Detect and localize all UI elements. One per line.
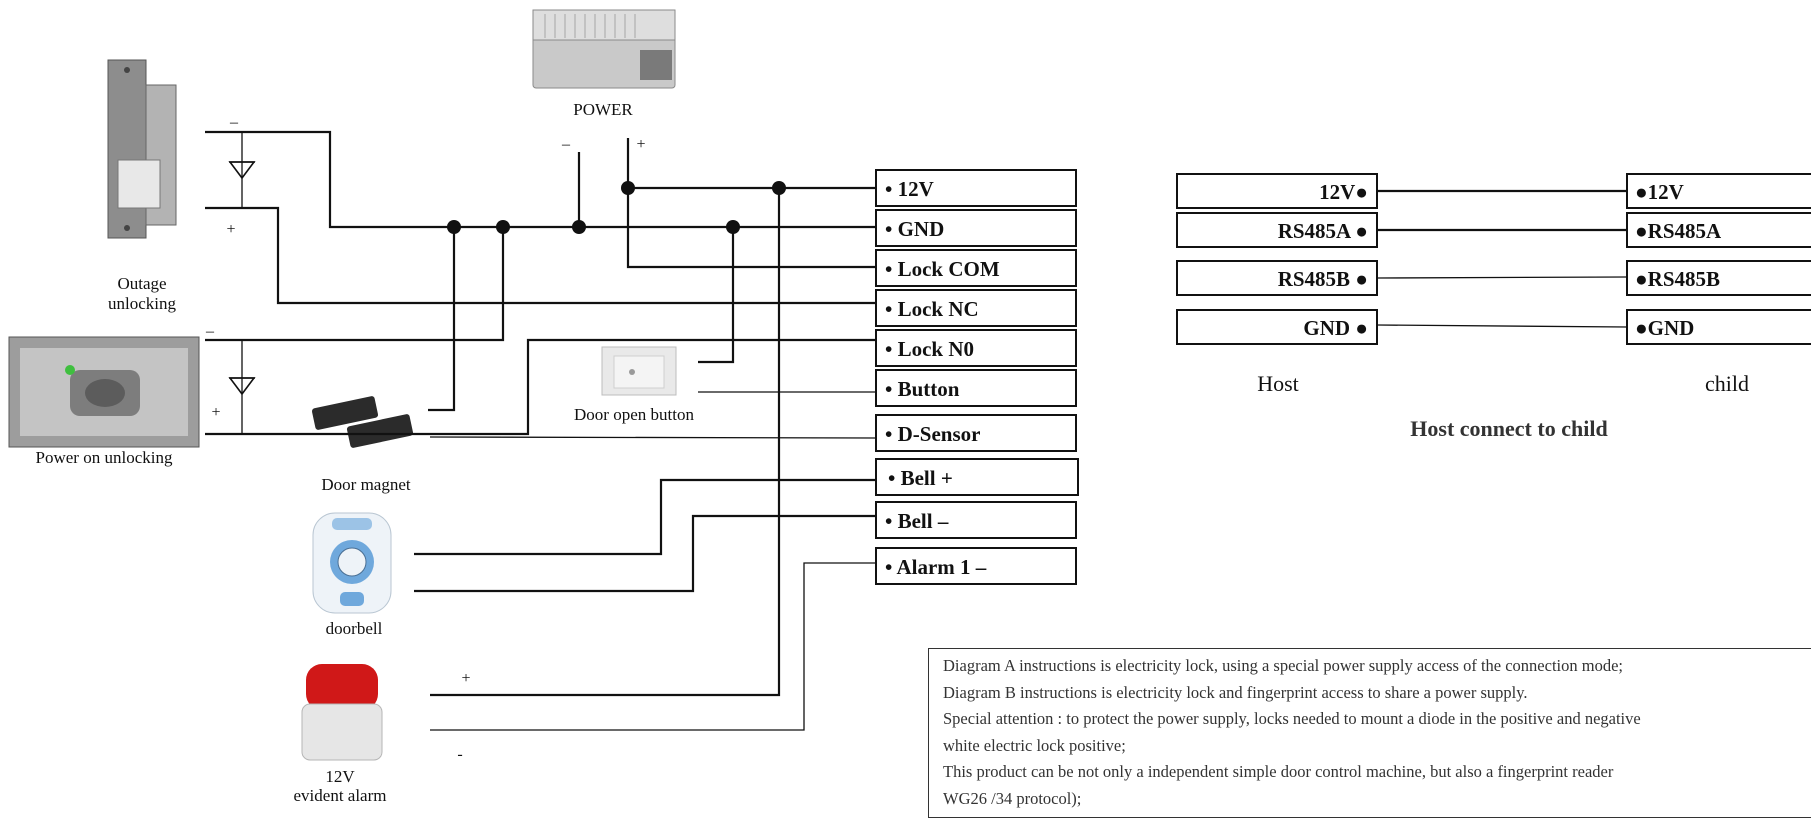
child-terminals: ●12V ●RS485A ●RS485B ●GND <box>1626 173 1811 345</box>
power-on-lock-plus-sign: + <box>211 404 220 421</box>
child-terminal-gnd: ●GND <box>1635 316 1694 340</box>
power-label: POWER <box>573 100 633 119</box>
host-terminal-rs485b: RS485B ● <box>1278 267 1368 291</box>
host-child-wires <box>1376 189 1628 328</box>
wires <box>205 130 876 731</box>
terminal-gnd: • GND <box>885 217 944 241</box>
diode-1-icon <box>228 133 256 208</box>
power-supply-image <box>532 9 676 89</box>
terminal-button: • Button <box>885 377 960 401</box>
terminal-lock-nc: • Lock NC <box>885 297 979 321</box>
terminal-block: • 12V • GND • Lock COM • Lock NC • Lock … <box>875 169 1079 585</box>
note-line: Diagram B instructions is electricity lo… <box>943 682 1528 702</box>
power-on-lock-image <box>8 336 200 448</box>
host-terminals: 12V● RS485A ● RS485B ● GND ● <box>1176 173 1378 345</box>
child-terminal-rs485a: ●RS485A <box>1635 219 1722 243</box>
note-line: Special attention : to protect the power… <box>943 709 1641 728</box>
outage-lock-minus-sign: – <box>229 114 239 131</box>
terminal-d-sensor: • D-Sensor <box>885 422 980 446</box>
outage-lock-image <box>107 59 177 239</box>
terminal-bell-plus: • Bell + <box>888 466 953 490</box>
alarm-label-1: 12V <box>325 767 355 786</box>
doorbell-label: doorbell <box>326 619 383 638</box>
alarm-minus-sign: - <box>457 746 462 763</box>
power-on-lock-minus-sign: – <box>205 323 215 340</box>
doorbell-image <box>312 512 392 614</box>
door-open-button-image <box>601 346 677 396</box>
power-plus-sign: + <box>636 136 645 153</box>
outage-lock-plus-sign: + <box>226 221 235 238</box>
terminal-lock-com: • Lock COM <box>885 257 1000 281</box>
child-terminal-rs485b: ●RS485B <box>1635 267 1720 291</box>
child-label: child <box>1705 371 1749 396</box>
terminal-alarm-1-minus: • Alarm 1 – <box>885 555 987 579</box>
child-terminal-12v: ●12V <box>1635 180 1684 204</box>
terminal-bell-minus: • Bell – <box>885 509 949 533</box>
terminal-lock-no: • Lock N0 <box>885 337 974 361</box>
door-magnet-image <box>311 396 414 448</box>
host-terminal-12v: 12V● <box>1319 180 1368 204</box>
door-magnet-label: Door magnet <box>321 475 411 494</box>
alarm-plus-sign: + <box>461 670 470 687</box>
host-label: Host <box>1257 371 1299 396</box>
instructions-box: Diagram A instructions is electricity lo… <box>928 648 1811 818</box>
outage-lock-label-2: unlocking <box>108 294 176 313</box>
note-line: This product can be not only a independe… <box>943 762 1614 781</box>
junction-dots <box>447 181 786 234</box>
note-line: WG26 /34 protocol); <box>943 788 1082 808</box>
outage-lock-label-1: Outage <box>117 274 166 293</box>
note-line: Diagram A instructions is electricity lo… <box>943 656 1623 675</box>
door-open-button-label: Door open button <box>574 405 694 424</box>
power-on-lock-label: Power on unlocking <box>36 448 173 467</box>
alarm-image <box>301 664 383 761</box>
note-line: white electric lock positive; <box>943 735 1126 755</box>
power-minus-sign: – <box>561 136 571 153</box>
terminal-12v: • 12V <box>885 177 934 201</box>
diode-2-icon <box>228 340 256 434</box>
host-terminal-rs485a: RS485A ● <box>1278 219 1368 243</box>
host-terminal-gnd: GND ● <box>1303 316 1368 340</box>
alarm-label-2: evident alarm <box>294 786 387 805</box>
host-child-title: Host connect to child <box>1410 416 1607 441</box>
